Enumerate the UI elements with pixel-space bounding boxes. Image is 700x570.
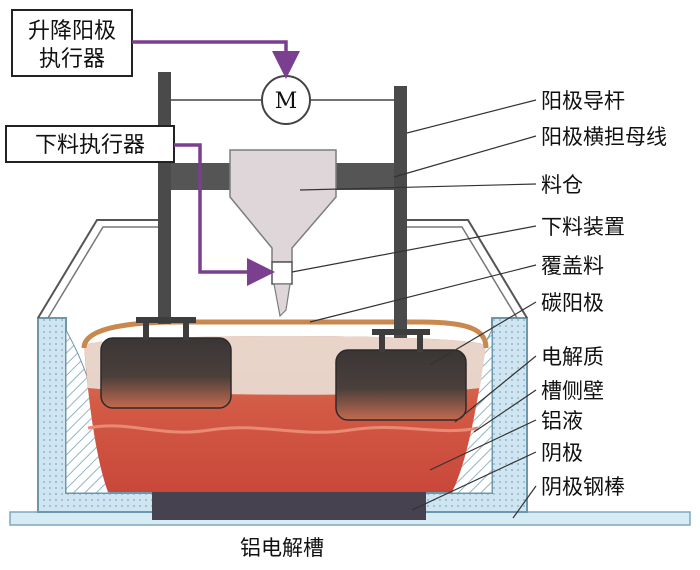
left-lid-frame (37, 219, 160, 319)
carbon-anode-left (100, 337, 232, 409)
leader-hopper (299, 183, 537, 191)
leader-cover (309, 264, 537, 323)
leader-aluminum (429, 419, 537, 471)
feeder-spout (273, 283, 291, 318)
label-collector-bar: 阴极钢棒 (541, 475, 625, 499)
diagram-caption: 铝电解槽 (240, 536, 324, 560)
leader-anode-beam (393, 135, 537, 178)
feed-control-line (174, 143, 275, 286)
label-aluminum: 铝液 (541, 409, 583, 433)
leader-cathode (411, 451, 537, 511)
right-lid-frame (405, 219, 528, 319)
label-carbon-anode: 碳阳极 (541, 291, 604, 315)
label-cathode: 阴极 (541, 441, 583, 465)
carbon-anode-right (335, 349, 467, 421)
lift-actuator-line1: 升降阳极 (28, 19, 116, 44)
leader-side-wall (473, 389, 537, 433)
lift-actuator-line2: 执行器 (39, 47, 105, 72)
anode-yoke-left (136, 317, 196, 340)
label-anode-rod: 阳极导杆 (541, 89, 625, 113)
feeder-valve (271, 261, 293, 285)
label-side-wall: 槽侧壁 (541, 379, 604, 403)
leader-anode-rod (406, 99, 537, 134)
leader-carbon-anode (429, 301, 537, 366)
label-electrolyte: 电解质 (541, 345, 604, 369)
label-feeder: 下料装置 (541, 215, 625, 239)
label-anode-beam: 阳极横担母线 (541, 125, 667, 149)
feed-actuator-box (5, 125, 175, 163)
leader-collector-bar (512, 485, 537, 519)
leader-electrolyte (454, 355, 537, 423)
motor-label: M (275, 89, 298, 114)
label-hopper: 料仓 (541, 173, 583, 197)
anode-yoke-right (372, 329, 430, 352)
metal-pad-interface (87, 424, 479, 434)
leader-feeder (291, 225, 537, 273)
anode-rod-left (158, 72, 171, 324)
hopper (229, 149, 337, 263)
cathode-block (152, 490, 426, 520)
anode-rod-right (394, 86, 407, 338)
right-lid-frame-inner (405, 226, 518, 319)
feed-actuator-label: 下料执行器 (35, 133, 145, 158)
lift-control-line (132, 40, 300, 79)
lift-actuator-box (11, 9, 133, 77)
left-lid-frame-inner (47, 226, 160, 319)
label-cover: 覆盖料 (541, 254, 604, 278)
